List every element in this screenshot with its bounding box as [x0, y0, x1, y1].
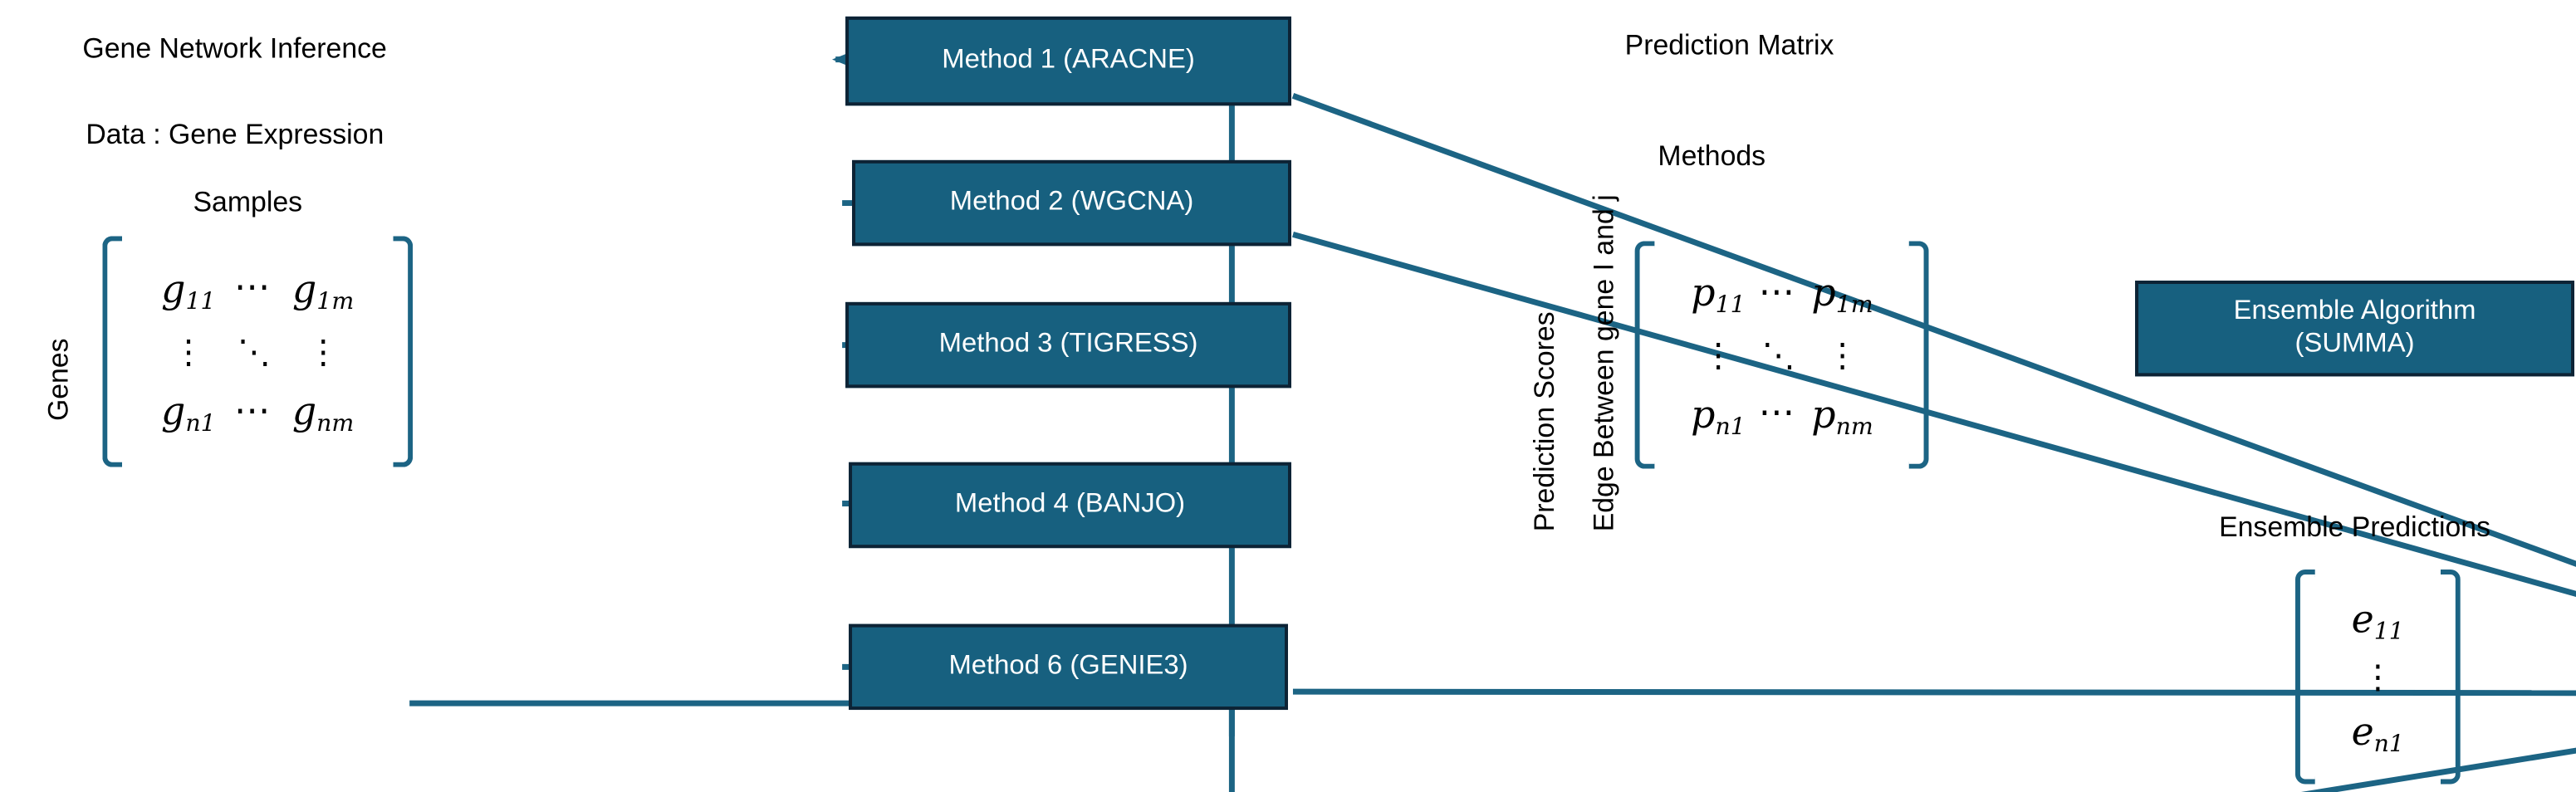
ensemble-predictions-title: Ensemble Predictions — [2219, 511, 2491, 544]
pred-col1-ellipsis: ⋮ — [1702, 335, 1735, 374]
ensemble-predictions-vector: e11 ⋮ en1 — [2294, 570, 2461, 785]
method-box-6[interactable]: Method 6 (GENIE3) — [849, 623, 1288, 711]
pred-cell-11: p11 — [1691, 272, 1746, 320]
method-label-3: Method 3 (TIGRESS) — [938, 328, 1198, 359]
methods-axis-label: Methods — [1658, 140, 1766, 172]
pred-diag-ellipsis: ⋱ — [1761, 335, 1795, 374]
ens-ellipsis: ⋮ — [2361, 657, 2395, 697]
data-source-label: Data : Gene Expression — [86, 119, 384, 150]
matrix-bracket-left — [102, 236, 123, 467]
prediction-scores-label-line2: Edge Between gene I and j — [1588, 194, 1620, 532]
pred-colm-ellipsis: ⋮ — [1825, 335, 1859, 374]
gene-cell-11: g11 — [161, 268, 216, 315]
ens-cell-n1: en1 — [2351, 711, 2404, 758]
wire-method-1-to-scores — [1291, 93, 2576, 567]
ens-cell-11: e11 — [2351, 599, 2404, 646]
pred-rown-ellipsis: ⋯ — [1758, 393, 1799, 435]
gene-diag-ellipsis: ⋱ — [237, 331, 271, 371]
prediction-matrix: p11 ⋯ p1m ⋮ ⋱ ⋮ pn1 ⋯ pnm — [1634, 241, 1930, 469]
gene-expression-matrix: g11 ⋯ g1m ⋮ ⋱ ⋮ gn1 ⋯ gnm — [102, 236, 414, 467]
method-label-4: Method 4 (BANJO) — [954, 488, 1186, 519]
gene-rown-ellipsis: ⋯ — [233, 391, 274, 433]
pred-cell-n1: pn1 — [1691, 394, 1746, 441]
pmatrix-bracket-left — [1634, 241, 1655, 469]
gene-matrix-grid: g11 ⋯ g1m ⋮ ⋱ ⋮ gn1 ⋯ gnm — [122, 236, 393, 467]
prediction-scores-label-line1: Prediction Scores — [1529, 311, 1561, 532]
method-box-3[interactable]: Method 3 (TIGRESS) — [845, 301, 1291, 389]
evector-bracket-left — [2294, 570, 2315, 785]
gene-row1-ellipsis: ⋯ — [233, 267, 274, 310]
ensemble-algorithm-box[interactable]: Ensemble Algorithm (SUMMA) — [2135, 281, 2575, 377]
method-box-1[interactable]: Method 1 (ARACNE) — [845, 16, 1291, 106]
method-box-4[interactable]: Method 4 (BANJO) — [849, 462, 1291, 549]
gene-cell-nm: gnm — [291, 392, 355, 438]
prediction-matrix-title: Prediction Matrix — [1624, 29, 1834, 61]
pred-cell-1m: p1m — [1811, 272, 1873, 320]
pred-cell-nm: pnm — [1811, 394, 1873, 441]
ensemble-algorithm-label-line1: Ensemble Algorithm — [2233, 296, 2476, 326]
pred-row1-ellipsis: ⋯ — [1758, 271, 1799, 314]
ensemble-vector-grid: e11 ⋮ en1 — [2315, 570, 2441, 785]
gene-colm-ellipsis: ⋮ — [306, 331, 340, 371]
samples-axis-label: Samples — [193, 186, 303, 218]
method-label-6: Method 6 (GENIE3) — [948, 650, 1188, 681]
gene-cell-1m: g1m — [291, 268, 355, 315]
ensemble-algorithm-label-line2: (SUMMA) — [2294, 328, 2415, 359]
method-label-1: Method 1 (ARACNE) — [942, 44, 1195, 75]
gene-col1-ellipsis: ⋮ — [171, 331, 205, 371]
page-title: Gene Network Inference — [82, 32, 387, 65]
genes-axis-label: Genes — [42, 338, 75, 422]
pmatrix-bracket-right — [1909, 241, 1930, 469]
wire-method-2-to-scores — [1292, 232, 2576, 597]
method-box-2[interactable]: Method 2 (WGCNA) — [852, 159, 1291, 247]
prediction-matrix-grid: p11 ⋯ p1m ⋮ ⋱ ⋮ pn1 ⋯ pnm — [1654, 241, 1909, 468]
method-label-2: Method 2 (WGCNA) — [949, 186, 1194, 217]
wire-method-3-to-scores — [1292, 688, 2576, 697]
evector-bracket-right — [2440, 570, 2461, 785]
gene-cell-n1: gn1 — [161, 392, 216, 438]
matrix-bracket-right — [393, 236, 414, 467]
